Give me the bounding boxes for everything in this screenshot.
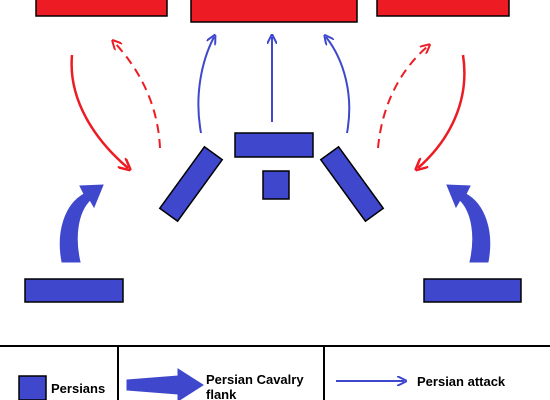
legend-cavalry-label-line2: flank — [206, 387, 237, 400]
persian-left-wing-unit — [158, 145, 224, 223]
legend-cavalry-label-line1: Persian Cavalry — [206, 372, 304, 387]
enemy-right-unit — [376, 0, 510, 17]
legend-attack-label: Persian attack — [417, 374, 506, 389]
enemy-retreat-arrow-right — [377, 46, 428, 149]
legend-frame — [0, 345, 550, 400]
legend-cavalry-arrow-icon — [126, 368, 204, 400]
persian-attack-arrow-left — [197, 37, 214, 134]
enemy-left-unit — [35, 0, 168, 17]
enemy-center-unit — [190, 0, 358, 23]
cavalry-flank-arrow-left — [59, 184, 104, 263]
persian-right-wing-unit — [319, 145, 385, 223]
persian-center-front-unit — [234, 132, 314, 158]
persian-center-rear-unit — [262, 170, 290, 200]
persian-attack-arrow-right — [326, 37, 351, 134]
cavalry-flank-arrow-right — [446, 184, 491, 263]
enemy-attack-arrow-left — [70, 54, 128, 168]
legend: Persians Persian Cavalry flank Persian a… — [0, 345, 550, 400]
enemy-attack-arrow-right — [418, 54, 466, 168]
legend-persians-label: Persians — [51, 381, 105, 396]
persian-right-cavalry-unit — [423, 278, 522, 303]
enemy-retreat-arrow-left — [114, 42, 161, 149]
legend-persians-swatch — [18, 375, 47, 400]
persian-left-cavalry-unit — [24, 278, 124, 303]
